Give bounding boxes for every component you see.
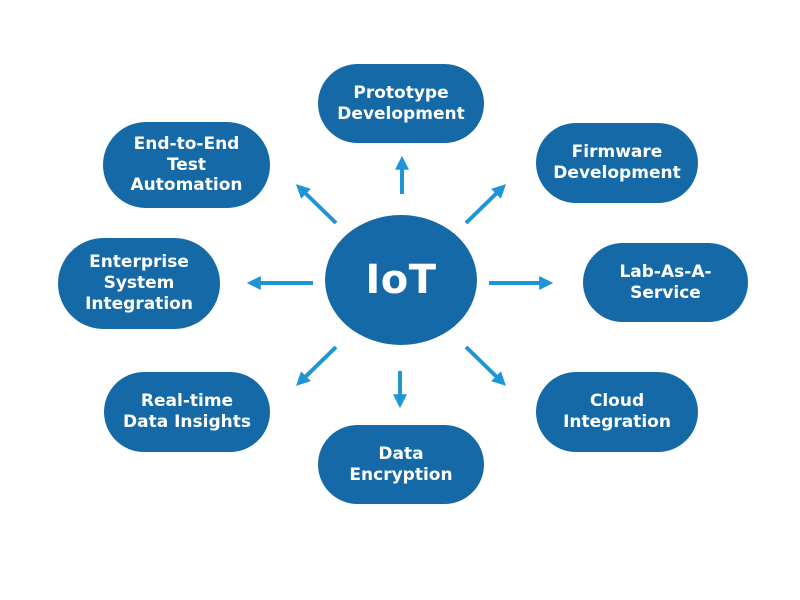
node-label: Enterprise System Integration: [85, 252, 193, 314]
node-label: Prototype Development: [337, 82, 465, 124]
arrow-up-left-icon: [295, 184, 338, 225]
node-cloud-integration: Cloud Integration: [536, 372, 698, 452]
node-lab-as-a-service: Lab-As-A- Service: [583, 243, 748, 322]
node-enterprise-system-integration: Enterprise System Integration: [58, 238, 220, 329]
arrow-down-left-icon: [295, 345, 338, 386]
node-label: Cloud Integration: [563, 391, 671, 432]
node-prototype-development: Prototype Development: [318, 64, 484, 143]
node-label: Firmware Development: [553, 142, 681, 183]
node-label: Real-time Data Insights: [123, 391, 251, 432]
arrow-down-right-icon: [464, 345, 507, 386]
node-real-time-data-insights: Real-time Data Insights: [104, 372, 270, 452]
node-end-to-end-test-automation: End-to-End Test Automation: [103, 122, 270, 208]
node-label: Lab-As-A- Service: [619, 261, 712, 303]
center-node-label: IoT: [365, 257, 437, 303]
node-label: Data Encryption: [349, 443, 453, 485]
node-label: End-to-End Test Automation: [130, 133, 243, 196]
node-firmware-development: Firmware Development: [536, 123, 698, 203]
arrow-up-right-icon: [464, 184, 507, 225]
center-node-iot: IoT: [325, 215, 477, 345]
node-data-encryption: Data Encryption: [318, 425, 484, 504]
